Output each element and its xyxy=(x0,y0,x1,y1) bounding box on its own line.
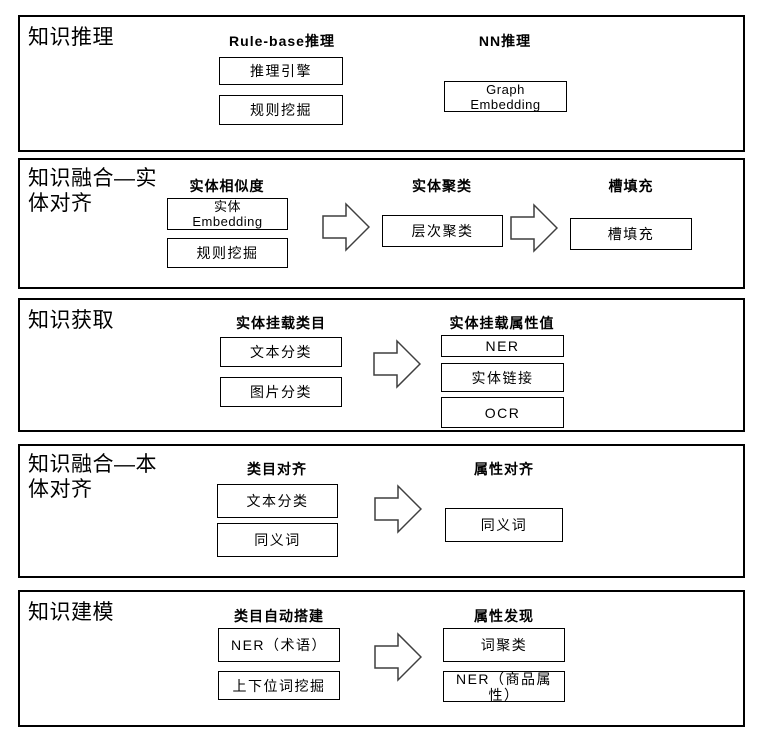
section-title: 知识融合—本体对齐 xyxy=(28,453,157,501)
process-box: NER（商品属性） xyxy=(443,671,565,702)
process-box: OCR xyxy=(441,397,564,428)
process-box: 实体 Embedding xyxy=(167,198,288,230)
column-label: NN推理 xyxy=(478,33,532,49)
section-knowledge-acquisition: 知识获取 实体挂载类目 文本分类 图片分类 实体挂载属性值 NER 实体链接 O… xyxy=(18,298,745,432)
process-box: Graph Embedding xyxy=(444,81,567,112)
section-title: 知识建模 xyxy=(28,601,114,624)
process-box: NER xyxy=(441,335,564,357)
column-label: 类目自动搭建 xyxy=(234,608,324,624)
column-label: 属性对齐 xyxy=(474,461,534,477)
flow-arrow-icon xyxy=(374,632,422,682)
process-box: 层次聚类 xyxy=(382,215,503,247)
column-label: 实体挂载属性值 xyxy=(449,315,555,331)
process-box: 规则挖掘 xyxy=(219,95,343,125)
flow-arrow-icon xyxy=(510,203,558,253)
process-box: 实体链接 xyxy=(441,363,564,392)
process-box: 上下位词挖掘 xyxy=(218,671,340,700)
column-label: 实体聚类 xyxy=(412,178,472,194)
process-box: 同义词 xyxy=(445,508,563,542)
section-title: 知识推理 xyxy=(28,26,114,49)
column-label: Rule-base推理 xyxy=(229,33,335,49)
flow-arrow-icon xyxy=(373,339,421,389)
process-box: 同义词 xyxy=(217,523,338,557)
process-box: NER（术语） xyxy=(218,628,340,662)
column-label: 属性发现 xyxy=(474,608,534,624)
flow-arrow-icon xyxy=(322,202,370,252)
section-knowledge-reasoning: 知识推理 Rule-base推理 推理引擎 规则挖掘 NN推理 Graph Em… xyxy=(18,15,745,152)
column-label: 实体相似度 xyxy=(189,178,265,194)
section-knowledge-modeling: 知识建模 类目自动搭建 NER（术语） 上下位词挖掘 属性发现 词聚类 NER（… xyxy=(18,590,745,727)
process-box: 文本分类 xyxy=(217,484,338,518)
column-label: 槽填充 xyxy=(608,178,654,194)
process-box: 词聚类 xyxy=(443,628,565,662)
process-box: 规则挖掘 xyxy=(167,238,288,268)
process-box: 图片分类 xyxy=(220,377,342,407)
column-label: 实体挂载类目 xyxy=(236,315,326,331)
section-title: 知识获取 xyxy=(28,309,114,332)
section-knowledge-fusion-entity-alignment: 知识融合—实体对齐 实体相似度 实体 Embedding 规则挖掘 实体聚类 层… xyxy=(18,158,745,289)
flow-arrow-icon xyxy=(374,484,422,534)
process-box: 槽填充 xyxy=(570,218,692,250)
process-box: 文本分类 xyxy=(220,337,342,367)
section-title: 知识融合—实体对齐 xyxy=(28,167,157,215)
process-box: 推理引擎 xyxy=(219,57,343,85)
section-knowledge-fusion-ontology-alignment: 知识融合—本体对齐 类目对齐 文本分类 同义词 属性对齐 同义词 xyxy=(18,444,745,578)
column-label: 类目对齐 xyxy=(247,461,307,477)
